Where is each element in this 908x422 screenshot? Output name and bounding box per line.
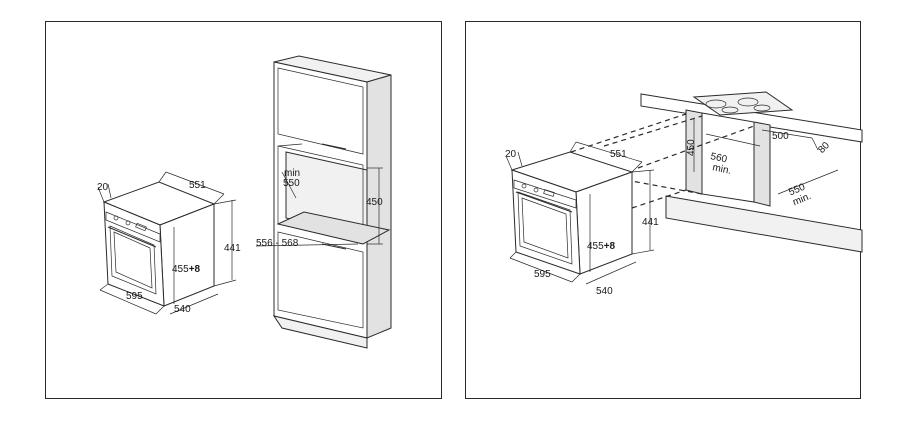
counter-dimensions [693,118,839,195]
dim-cabinet-niche-width: 556 - 568 [256,238,299,249]
dim-left-width-bottom: 595 [126,291,143,302]
oven-right-dimensions [505,141,655,285]
oven-left [102,181,216,307]
dim-counter-cut-width: 560 [709,151,728,165]
column-installation-drawing: 20 551 441 455+8 595 540 min 55 [97,55,392,349]
right-installation-panel: 450 560 min. 500 80 550 min. 20 551 441 … [465,21,863,399]
dim-left-width-top: 551 [189,180,206,191]
undercounter-installation-drawing: 450 560 min. 500 80 550 min. 20 551 441 … [505,91,863,297]
dim-right-depth-bottom: 540 [596,286,613,297]
dim-cabinet-niche-height: 450 [366,197,383,208]
dim-cabinet-min-value: 550 [283,178,300,189]
countertop-cabinet [640,91,863,253]
dim-right-width-top: 551 [610,149,627,160]
dim-counter-side-clearance: 500 [772,131,789,142]
dim-right-cutout-height: 455+8 [587,241,616,252]
dim-counter-cut-width-min: min. [711,162,732,177]
oven-right [510,151,634,275]
projection-lines [570,113,755,209]
dim-right-depth-top: 20 [505,149,517,160]
dim-left-cutout-height: 455+8 [172,264,201,275]
dim-left-height-right: 441 [224,243,241,254]
dim-right-height-right: 441 [642,217,659,228]
cabinet-dimensions [255,143,383,247]
oven-left-dimensions [97,171,237,315]
left-installation-panel: 20 551 441 455+8 595 540 min 55 [45,21,442,399]
dim-right-width-bottom: 595 [534,269,551,280]
dim-counter-cut-height: 450 [686,139,697,156]
dim-cabinet-min-label: min [284,168,300,179]
dim-left-depth-bottom: 540 [174,304,191,315]
dim-counter-back-gap: 80 [816,140,832,156]
dim-left-depth-top: 20 [97,182,109,193]
